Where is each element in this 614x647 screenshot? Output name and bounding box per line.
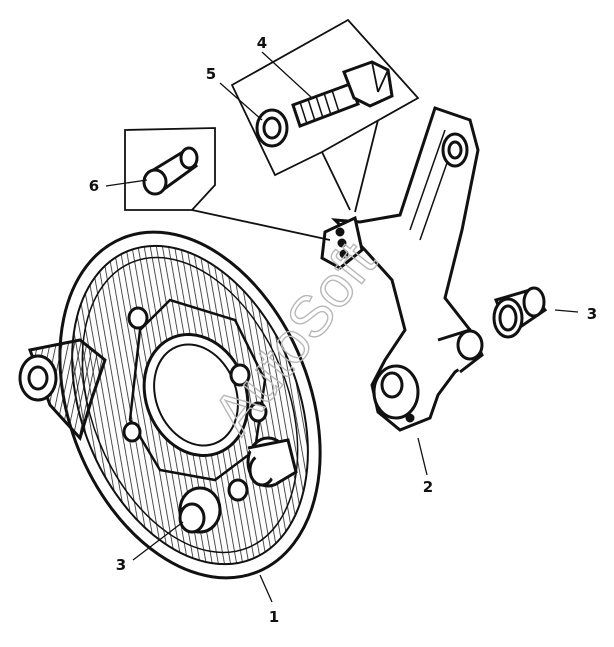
inset-frame-bolt — [230, 18, 420, 213]
knuckle-bracket — [320, 106, 484, 432]
washer — [255, 108, 289, 148]
brake-backing-plate — [18, 230, 322, 580]
callout-label-1: 1 — [269, 608, 279, 626]
callout-label-3-left: 3 — [116, 556, 126, 574]
callout-label-3-right: 3 — [587, 305, 597, 323]
anchor-pin-lower — [178, 486, 222, 534]
callout-labels: 4 5 6 3 2 3 1 — [89, 34, 597, 626]
callout-label-6: 6 — [89, 177, 99, 195]
callout-label-4: 4 — [257, 34, 267, 52]
leader-lines — [105, 51, 579, 603]
inset-frame-pin — [124, 127, 331, 241]
bushing — [492, 286, 548, 339]
callout-label-5: 5 — [206, 65, 216, 83]
mounting-bracket — [18, 338, 107, 441]
callout-label-2: 2 — [423, 478, 433, 496]
dowel-pin — [142, 146, 199, 196]
bolt — [291, 60, 394, 128]
anchor-pin — [246, 436, 298, 488]
